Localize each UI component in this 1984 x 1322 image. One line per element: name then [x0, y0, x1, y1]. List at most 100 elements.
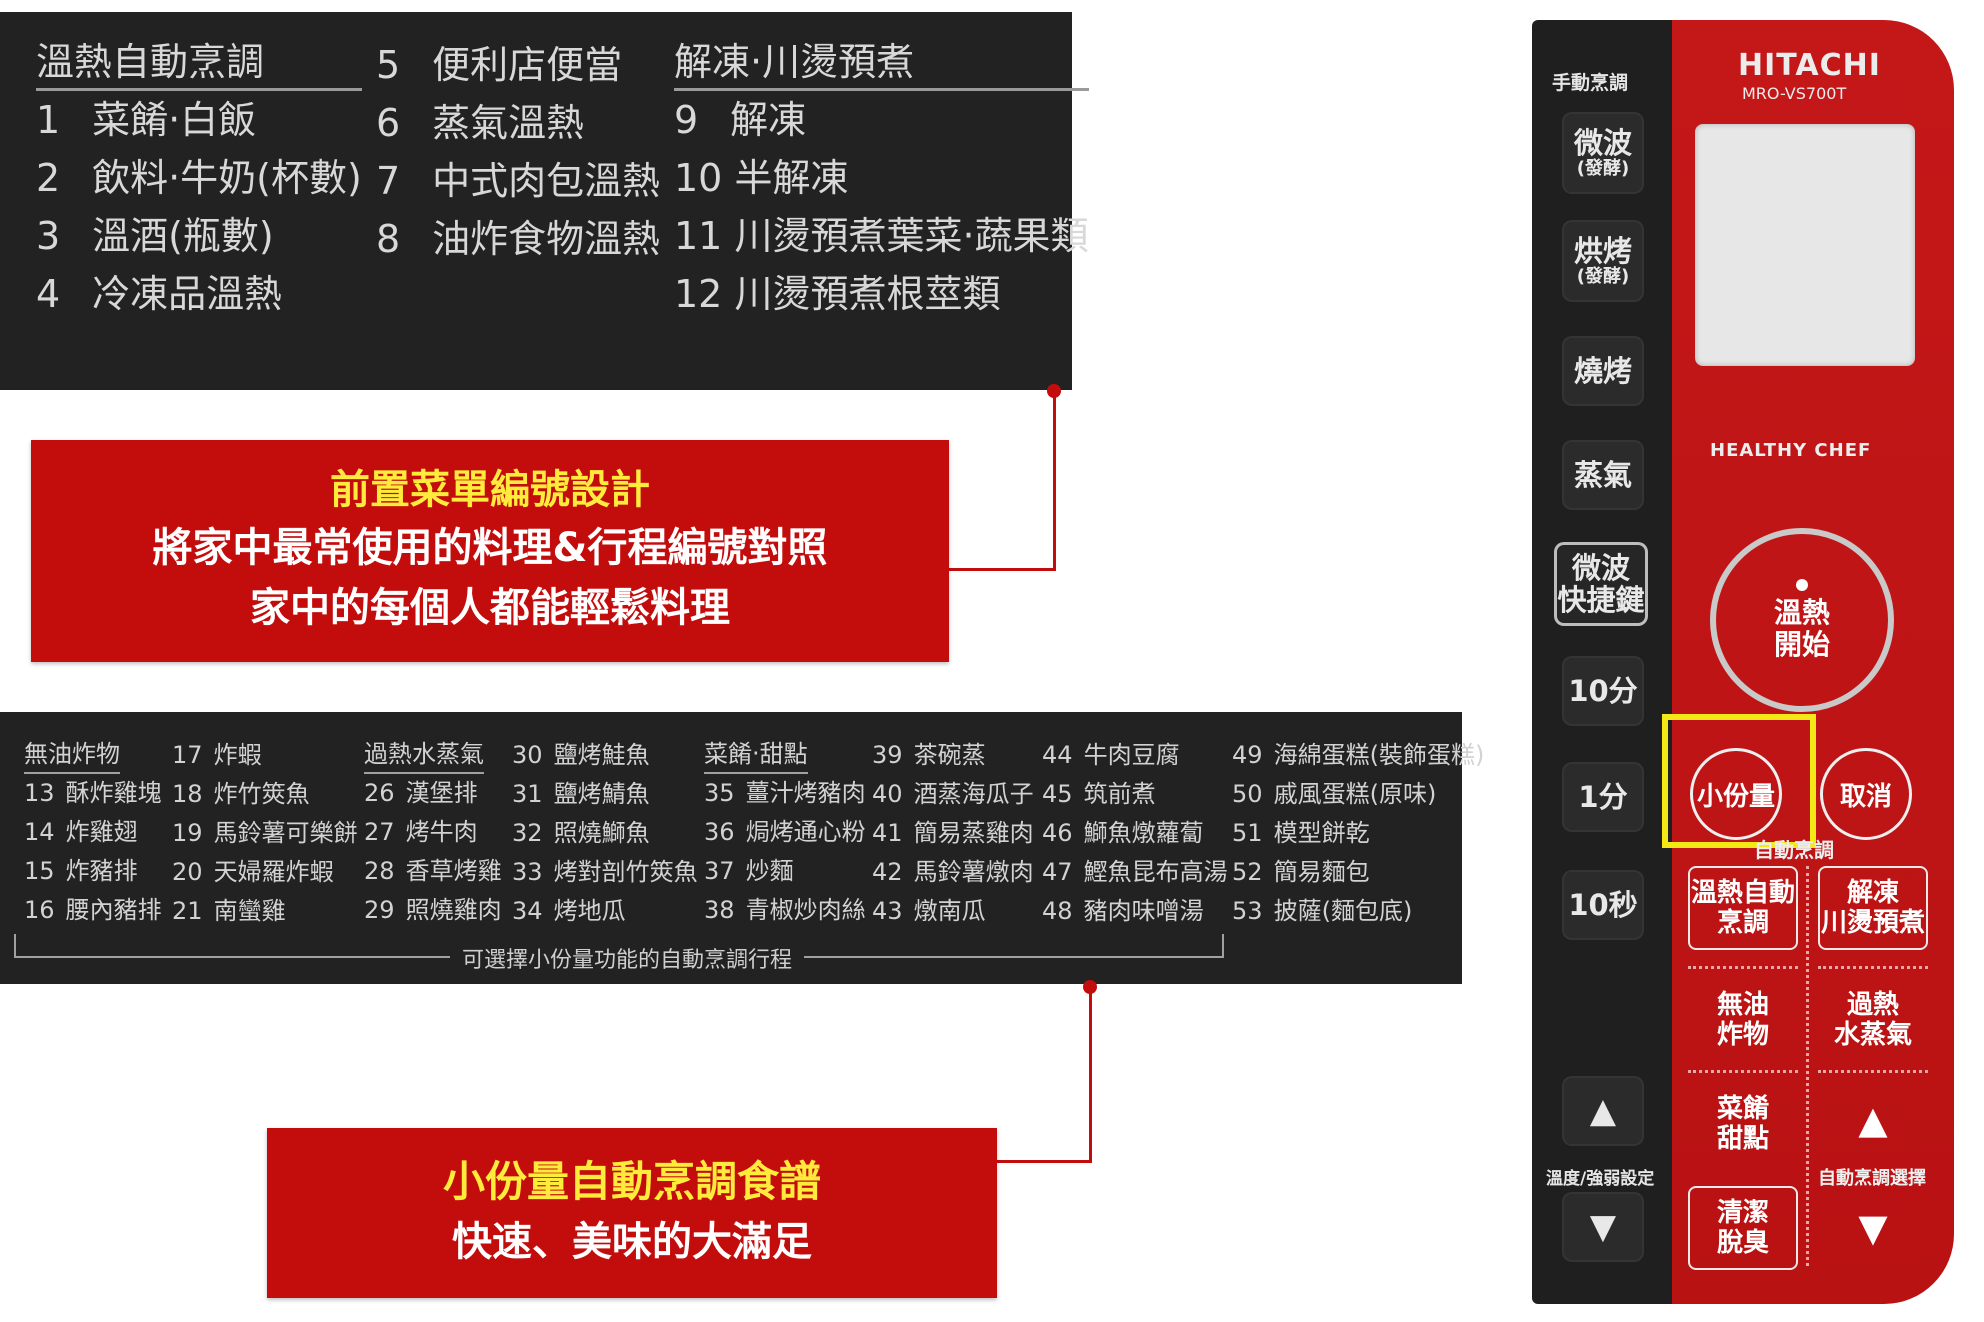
bake-button[interactable]: 烘烤 (發酵)	[1562, 220, 1644, 302]
auto-select-label: 自動烹調選擇	[1818, 1168, 1926, 1189]
small-portion-highlight	[1662, 714, 1816, 848]
menu-item: 17 炸蝦	[172, 741, 262, 769]
dotted-divider	[1806, 866, 1809, 1266]
dishes-desserts-button[interactable]: 菜餚 甜點	[1688, 1082, 1798, 1166]
cancel-button[interactable]: 取消	[1820, 748, 1912, 840]
button-label: 溫熱	[1773, 596, 1830, 629]
menu-item: 16 腰內豬排	[24, 896, 162, 924]
menu-item: 45 筑前煮	[1042, 780, 1156, 808]
small-portion-menu-panel: 無油炸物 13 酥炸雞塊 14 炸雞翅 15 炸豬排 16 腰內豬排 17 炸蝦…	[0, 712, 1484, 984]
microwave-button[interactable]: 微波 (發酵)	[1562, 112, 1644, 194]
menu-column-reheat: 溫熱自動烹調 1 菜餚‧白飯 2 飲料‧牛奶(杯數) 3 溫酒(瓶數) 4 冷凍…	[36, 36, 362, 323]
button-label: 小份量	[1696, 781, 1775, 812]
dotted-divider	[1818, 1070, 1928, 1073]
button-label: 10分	[1568, 674, 1638, 708]
menu-item: 41 簡易蒸雞肉	[872, 819, 1034, 847]
button-label: 燒烤	[1573, 354, 1632, 388]
menu-item: 32 照燒鰤魚	[512, 819, 650, 847]
reheat-start-button[interactable]: 溫熱 開始	[1710, 528, 1894, 712]
menu-item: 31 鹽烤鯖魚	[512, 780, 650, 808]
menu-column-dishes-4: 49 海綿蛋糕(裝飾蛋糕) 50 戚風蛋糕(原味) 51 模型餅乾 52 簡易麵…	[1232, 736, 1484, 931]
menu-heading: 菜餚‧甜點	[704, 736, 808, 774]
menu-item: 19 馬鈴薯可樂餅	[172, 819, 358, 847]
small-portion-bracket-label: 可選擇小份量功能的自動烹調行程	[450, 942, 805, 974]
menu-item: 26 漢堡排	[364, 779, 478, 807]
menu-item: 52 簡易麵包	[1232, 858, 1370, 886]
callout-title: 前置菜單編號設計	[330, 467, 650, 513]
steam-button[interactable]: 蒸氣	[1562, 440, 1644, 510]
button-label: 蒸氣	[1573, 458, 1632, 492]
manual-control-strip: 手動烹調 微波 (發酵) 烘烤 (發酵) 燒烤 蒸氣 微波 快捷鍵 10分 1分…	[1532, 20, 1672, 1304]
defrost-blanch-button[interactable]: 解凍 川燙預煮	[1818, 866, 1928, 950]
air-fry-button[interactable]: 無油 炸物	[1688, 978, 1798, 1062]
button-sublabel: (發酵)	[1576, 266, 1630, 287]
menu-item: 51 模型餅乾	[1232, 819, 1370, 847]
menu-column-reheat-2: 5 便利店便當 6 蒸氣溫熱 7 中式肉包溫熱 8 油炸食物溫熱	[376, 36, 660, 268]
button-label: 溫熱自動	[1690, 878, 1795, 908]
microwave-quick-button[interactable]: 微波 快捷鍵	[1554, 542, 1648, 626]
menu-item: 18 炸竹筴魚	[172, 780, 310, 808]
ten-minute-button[interactable]: 10分	[1562, 656, 1644, 726]
button-label: 取消	[1839, 781, 1892, 812]
button-label: 烘烤	[1573, 234, 1632, 268]
menu-item: 48 豬肉味噌湯	[1042, 897, 1204, 925]
button-label: 開始	[1773, 628, 1830, 661]
button-label: 快捷鍵	[1557, 583, 1645, 617]
menu-item: 34 烤地瓜	[512, 897, 626, 925]
menu-item: 37 炒麵	[704, 857, 794, 885]
menu-item: 35 薑汁烤豬肉	[704, 779, 866, 807]
connector-line	[997, 1160, 1092, 1163]
temp-up-button[interactable]: ▲	[1562, 1076, 1644, 1146]
superheated-steam-button[interactable]: 過熱 水蒸氣	[1818, 978, 1928, 1062]
menu-item: 8 油炸食物溫熱	[376, 217, 661, 261]
grill-button[interactable]: 燒烤	[1562, 336, 1644, 406]
menu-column-dishes-desserts: 菜餚‧甜點 35 薑汁烤豬肉 36 焗烤通心粉 37 炒麵 38 青椒炒肉絲	[704, 736, 866, 930]
menu-item: 39 茶碗蒸	[872, 741, 986, 769]
connector-line	[1089, 986, 1092, 1162]
menu-item: 30 鹽烤鮭魚	[512, 741, 650, 769]
clean-deodorize-button[interactable]: 清潔 脫臭	[1688, 1186, 1798, 1270]
menu-item: 7 中式肉包溫熱	[376, 159, 661, 203]
button-label: 甜點	[1716, 1124, 1769, 1154]
menu-item: 47 鰹魚昆布高湯	[1042, 858, 1228, 886]
temp-power-label: 溫度/強弱設定	[1546, 1169, 1655, 1189]
auto-select-down-button[interactable]: ▼	[1818, 1192, 1928, 1264]
menu-item: 27 烤牛肉	[364, 818, 478, 846]
triangle-up-icon: ▲	[1858, 1098, 1888, 1142]
auto-cooking-label: 自動烹調	[1754, 838, 1834, 862]
preset-menu-callout: 前置菜單編號設計 將家中最常使用的料理&行程編號對照 家中的每個人都能輕鬆料理	[31, 440, 949, 662]
triangle-down-icon: ▼	[1589, 1207, 1617, 1247]
menu-column-superheated-steam: 過熱水蒸氣 26 漢堡排 27 烤牛肉 28 香草烤雞 29 照燒雞肉	[364, 736, 502, 930]
dotted-divider	[1688, 966, 1798, 969]
small-portion-button[interactable]: 小份量	[1690, 748, 1782, 840]
menu-item: 50 戚風蛋糕(原味)	[1232, 780, 1437, 808]
button-label: 川燙預煮	[1820, 908, 1925, 938]
menu-item: 3 溫酒(瓶數)	[36, 214, 274, 258]
ten-second-button[interactable]: 10秒	[1562, 870, 1644, 940]
button-label: 脫臭	[1716, 1228, 1769, 1258]
auto-select-up-button[interactable]: ▲	[1818, 1084, 1928, 1156]
menu-item: 4 冷凍品溫熱	[36, 272, 283, 316]
menu-item: 2 飲料‧牛奶(杯數)	[36, 156, 362, 200]
callout-text: 快速、美味的大滿足	[452, 1219, 812, 1265]
callout-text: 將家中最常使用的料理&行程編號對照	[152, 525, 828, 571]
menu-item: 44 牛肉豆腐	[1042, 741, 1180, 769]
button-label: 微波	[1573, 126, 1632, 160]
microwave-control-panel: 手動烹調 微波 (發酵) 烘烤 (發酵) 燒烤 蒸氣 微波 快捷鍵 10分 1分…	[1532, 20, 1954, 1304]
healthy-chef-label: HEALTHY CHEF	[1710, 440, 1872, 461]
connector-line	[1053, 390, 1056, 570]
menu-item: 43 燉南瓜	[872, 897, 986, 925]
triangle-down-icon: ▼	[1858, 1206, 1888, 1250]
callout-text: 家中的每個人都能輕鬆料理	[250, 585, 730, 631]
temp-down-button[interactable]: ▼	[1562, 1192, 1644, 1262]
menu-column-dishes-3: 44 牛肉豆腐 45 筑前煮 46 鰤魚燉蘿蔔 47 鰹魚昆布高湯 48 豬肉味…	[1042, 736, 1228, 931]
lcd-display	[1695, 124, 1915, 366]
menu-item: 53 披薩(麵包底)	[1232, 897, 1413, 925]
menu-heading: 過熱水蒸氣	[364, 736, 484, 774]
reheat-auto-button[interactable]: 溫熱自動 烹調	[1688, 866, 1798, 950]
menu-column-airfry: 無油炸物 13 酥炸雞塊 14 炸雞翅 15 炸豬排 16 腰內豬排	[24, 736, 162, 930]
preset-menu-panel: 溫熱自動烹調 1 菜餚‧白飯 2 飲料‧牛奶(杯數) 3 溫酒(瓶數) 4 冷凍…	[0, 12, 1089, 390]
menu-column-defrost: 解凍‧川燙預煮 9 解凍 10 半解凍 11 川燙預煮葉菜‧蔬果類 12 川燙預…	[674, 36, 1089, 323]
one-minute-button[interactable]: 1分	[1562, 762, 1644, 832]
button-label: 微波	[1571, 551, 1630, 585]
